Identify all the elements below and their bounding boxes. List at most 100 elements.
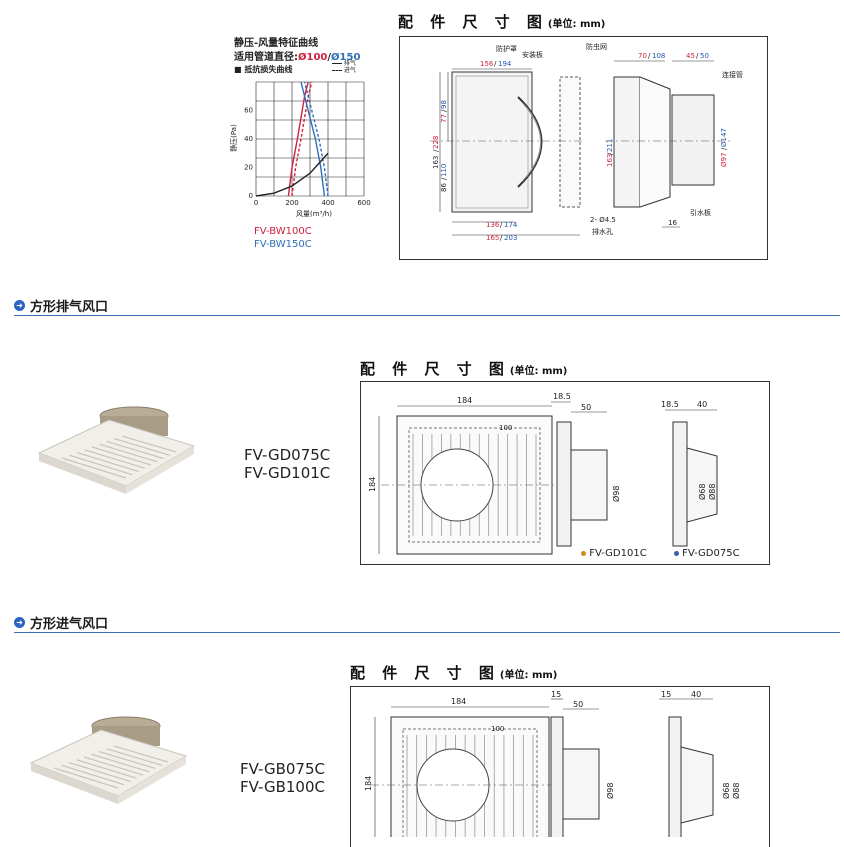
top-dim-unit: (单位: mm) xyxy=(547,19,606,30)
chart-subtitle-d100: Ø100 xyxy=(298,52,328,63)
lbl-156: 156 xyxy=(480,60,494,68)
lbl-174: 174 xyxy=(504,221,518,229)
lbl-50: 50 xyxy=(700,52,709,60)
legend-intake: 进气 xyxy=(343,67,356,74)
grille-slat xyxy=(91,753,150,773)
grille-slat xyxy=(113,745,169,763)
x-tick-label: 400 xyxy=(321,199,334,207)
s2-lbl-184w: 184 xyxy=(451,697,466,706)
lbl-guard: 防护罩 xyxy=(496,44,517,53)
section1-header: ➜ 方形排气风口 xyxy=(14,295,108,315)
top-dim-drawing: 163 / 228 77 / 98 86 / 110 156 / 194 防护罩… xyxy=(430,42,743,242)
section2-dim-frame: 184 184 100 15 50 Ø98 15 40 Ø68 Ø88 xyxy=(350,686,770,847)
lbl-slash-i: / xyxy=(606,152,614,155)
grille-slat xyxy=(91,446,152,466)
lbl-slash-a: / xyxy=(432,149,440,152)
section1-model2: FV-GD101C xyxy=(244,464,331,482)
s2-lbl-d98: Ø98 xyxy=(605,783,615,799)
s2-side-b-plate xyxy=(668,716,682,847)
section2-product-image xyxy=(29,716,188,804)
s2-lbl-50: 50 xyxy=(573,700,583,709)
section2-dim-drawing: 184 184 100 15 50 Ø98 15 40 Ø68 Ø88 xyxy=(364,690,741,847)
lbl-d147: Ø147 xyxy=(720,128,728,147)
y-tick-label: 40 xyxy=(244,135,253,143)
mount-plate xyxy=(559,76,581,208)
legend-dot-icon xyxy=(581,550,586,556)
side-pipe xyxy=(671,94,715,186)
s1-lbl-d98: Ø98 xyxy=(611,486,621,502)
lbl-drip: 引水板 xyxy=(690,208,711,217)
grille-slat xyxy=(53,767,119,789)
series-line-0 xyxy=(287,81,309,197)
grille-slat xyxy=(98,750,156,770)
section2-dim-unit: (单位: mm) xyxy=(499,670,558,681)
grille-slat xyxy=(83,756,144,776)
chart-legend: ■ 抵抗损失曲线 xyxy=(234,64,292,75)
lbl-slash-g: / xyxy=(648,52,651,60)
chart-xlabel: 风量(m³/h) xyxy=(296,210,332,218)
s1-lbl-d68: Ø68 xyxy=(697,484,707,500)
lbl-203: 203 xyxy=(504,234,517,242)
section1-model1: FV-GD075C xyxy=(244,446,331,464)
s2-lbl-d88: Ø88 xyxy=(731,783,741,799)
s2-lbl-15b: 15 xyxy=(661,690,671,699)
s1-legend2: FV-GD075C xyxy=(682,548,740,559)
s2-side-a-plate xyxy=(550,716,564,847)
section1-dim-title: 配 件 尺 寸 图(单位: mm) xyxy=(360,358,567,379)
x-tick-label: 0 xyxy=(254,199,258,207)
lbl-pipe: 连接管 xyxy=(722,70,743,79)
section2-header: ➜ 方形进气风口 xyxy=(14,612,108,632)
x-tick-label: 200 xyxy=(285,199,298,207)
s2-front-inner xyxy=(402,728,538,847)
lbl-194: 194 xyxy=(498,60,512,68)
legend-exhaust: 排气 xyxy=(343,60,356,67)
grille-slat xyxy=(76,451,139,473)
insect-net-arc-inner2 xyxy=(525,106,541,178)
s1-lbl-100: 100 xyxy=(499,424,512,432)
lbl-70: 70 xyxy=(638,52,647,60)
grille-slat xyxy=(61,764,125,786)
section2-model1: FV-GB075C xyxy=(240,760,325,778)
side-hood xyxy=(639,76,671,208)
s1-side-a-plate xyxy=(556,421,572,547)
lbl-165: 165 xyxy=(486,234,499,242)
grille-slat xyxy=(68,761,131,783)
chart-ylabel: 静压(Pa) xyxy=(229,124,238,152)
s1-legend: FV-GD101C FV-GD075C xyxy=(581,548,740,559)
chart-model-b: FV-BW150C xyxy=(254,239,312,250)
grille-slat xyxy=(61,457,127,479)
lbl-hole: 2- Ø4.5 xyxy=(590,216,616,224)
s1-lbl-184h: 184 xyxy=(368,477,377,492)
lbl-98: 98 xyxy=(440,100,448,109)
section2-dim-title-text: 配 件 尺 寸 图 xyxy=(350,664,500,682)
s2-lbl-15a: 15 xyxy=(551,690,561,699)
section1-models: FV-GD075C FV-GD101C xyxy=(244,446,330,482)
lbl-slash-d: / xyxy=(494,60,497,68)
lbl-slash-b: / xyxy=(440,109,448,112)
s2-lbl-100: 100 xyxy=(491,725,504,733)
section2-divider xyxy=(14,632,840,633)
lbl-slash-f: / xyxy=(500,234,503,242)
series-line-4 xyxy=(255,152,329,197)
section2-models: FV-GB075C FV-GB100C xyxy=(240,760,325,796)
lbl-211: 211 xyxy=(606,139,614,152)
chart-subtitle-sep: / xyxy=(327,52,332,63)
s1-side-b-plate xyxy=(672,421,688,547)
series-line-2 xyxy=(300,81,326,197)
y-tick-label: 60 xyxy=(244,107,253,115)
s1-lbl-18-5b: 18.5 xyxy=(661,400,679,409)
lbl-slash-e: / xyxy=(500,221,503,229)
lbl-slash-c: / xyxy=(440,177,448,180)
grille-slat xyxy=(76,759,137,779)
s2-lbl-d68: Ø68 xyxy=(721,783,731,799)
arrow-circle-icon: ➜ xyxy=(14,299,25,311)
guard-body xyxy=(451,71,533,213)
lbl-163b: 163 xyxy=(606,154,614,167)
legend-loss: 抵抗损失曲线 xyxy=(244,65,293,74)
chart-title: 静压-风量特征曲线 xyxy=(234,38,319,49)
chart-legend-lines: 排气 进气 xyxy=(332,60,356,74)
lbl-163: 163 xyxy=(432,156,440,169)
section1-dim-frame: 184 184 100 18.5 50 Ø98 18.5 40 Ø68 Ø88 … xyxy=(360,381,770,565)
lbl-d97: Ø97 xyxy=(720,153,728,167)
